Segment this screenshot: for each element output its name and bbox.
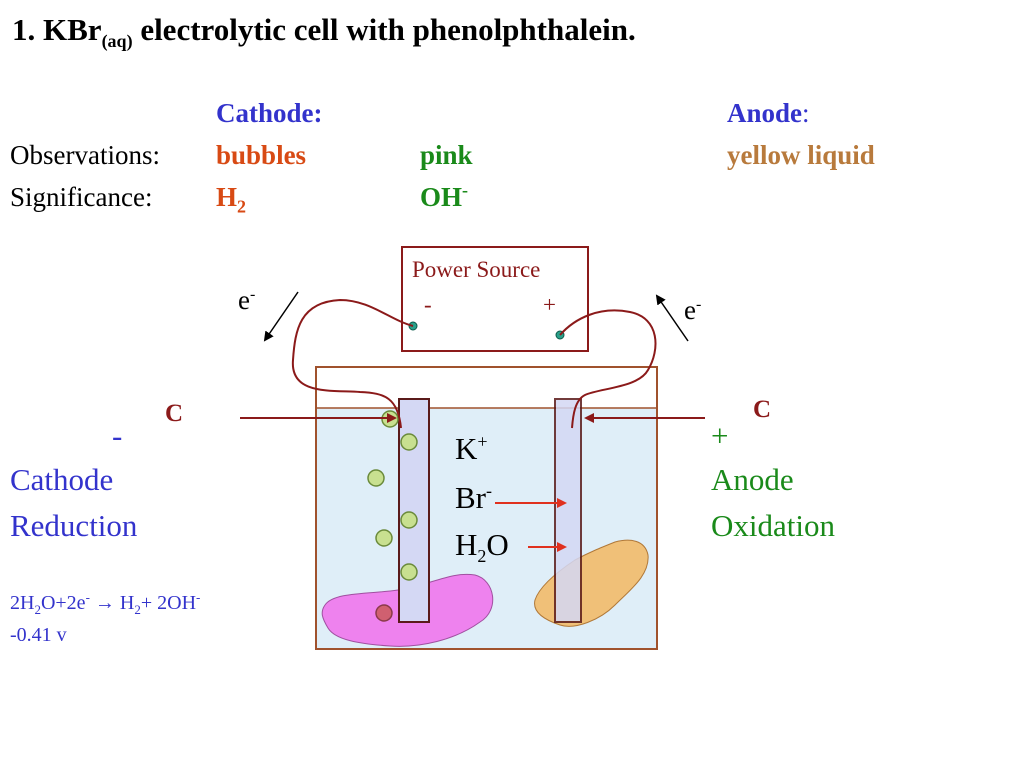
cathode-half-reaction: 2H2O+2e- → H2+ 2OH- bbox=[10, 589, 201, 617]
cathode-electrode bbox=[398, 398, 430, 623]
sig-h2-symbol: H bbox=[216, 182, 238, 212]
ion-potassium: K+ bbox=[455, 431, 488, 467]
eq-part-3: + 2OH bbox=[140, 592, 197, 614]
water-o-symbol: O bbox=[486, 527, 509, 562]
beaker bbox=[315, 366, 658, 650]
slide-title: 1. KBr(aq) electrolytic cell with phenol… bbox=[12, 12, 636, 52]
obs-pink: pink bbox=[420, 140, 473, 170]
sig-h2-subscript: 2 bbox=[237, 196, 247, 217]
ion-potassium-charge: + bbox=[477, 431, 488, 452]
obs-yellow-liquid: yellow liquid bbox=[727, 140, 875, 170]
anode-header-colon: : bbox=[802, 98, 810, 128]
hydrogen-bubble bbox=[400, 563, 418, 581]
cathode-name: Cathode bbox=[10, 462, 114, 497]
water-subscript: 2 bbox=[477, 546, 487, 567]
power-minus-sign: - bbox=[424, 292, 432, 317]
title-rest: electrolytic cell with phenolphthalein. bbox=[132, 12, 636, 47]
eq-sup-2: - bbox=[196, 589, 201, 605]
hydrogen-bubble bbox=[375, 604, 393, 622]
obs-bubbles: bubbles bbox=[216, 140, 307, 170]
eq-part-1: 2H bbox=[10, 592, 35, 614]
title-prefix: 1. KBr bbox=[12, 12, 102, 47]
anode-wire bbox=[559, 309, 657, 429]
cathode-sign: - bbox=[112, 418, 123, 453]
eq-arrow: → H bbox=[89, 592, 135, 614]
eq-sub-2: 2 bbox=[134, 602, 141, 617]
hydrogen-bubble bbox=[400, 433, 418, 451]
anode-name: Anode bbox=[711, 462, 794, 497]
ion-potassium-symbol: K bbox=[455, 431, 478, 466]
electron-label-left: e- bbox=[238, 285, 255, 316]
eq-sup-1: - bbox=[85, 589, 90, 605]
sig-h2: H2 bbox=[216, 182, 247, 217]
eq-sub-1: 2 bbox=[34, 602, 41, 617]
cathode-potential: -0.41 v bbox=[10, 624, 67, 646]
eq-part-2: O+2e bbox=[40, 592, 86, 614]
hydrogen-bubble bbox=[375, 529, 393, 547]
electron-left-symbol: e bbox=[238, 285, 250, 315]
anode-sign: + bbox=[711, 418, 729, 453]
ion-bromide-charge: - bbox=[486, 480, 492, 501]
power-source-label: Power Source bbox=[412, 257, 541, 282]
anode-header: Anode: bbox=[727, 98, 810, 129]
hydrogen-bubble bbox=[400, 511, 418, 529]
hydrogen-bubble bbox=[367, 469, 385, 487]
ion-bromide: Br- bbox=[455, 480, 492, 516]
significance-label: Significance: bbox=[10, 182, 153, 212]
water-h-symbol: H bbox=[455, 527, 478, 562]
electron-label-right: e- bbox=[684, 295, 701, 326]
sig-oh-symbol: OH bbox=[420, 182, 463, 212]
electron-right-charge: - bbox=[695, 296, 702, 313]
cathode-header: Cathode: bbox=[216, 98, 323, 128]
molecule-water: H2O bbox=[455, 527, 509, 567]
cathode-wire bbox=[291, 298, 414, 429]
sig-oh-charge: - bbox=[462, 180, 469, 200]
ion-bromide-symbol: Br bbox=[455, 480, 486, 515]
sig-oh: OH- bbox=[420, 180, 469, 213]
anode-header-text: Anode bbox=[727, 98, 803, 128]
power-plus-sign: + bbox=[543, 292, 556, 317]
anode-electrode-label: C bbox=[753, 396, 772, 423]
electron-flow-arrow-right bbox=[655, 294, 689, 342]
cathode-electrode-label: C bbox=[165, 400, 184, 427]
electron-left-charge: - bbox=[249, 286, 256, 303]
cathode-process: Reduction bbox=[10, 508, 138, 543]
anode-process: Oxidation bbox=[711, 508, 835, 543]
electron-right-symbol: e bbox=[684, 295, 696, 325]
electron-flow-arrow-left bbox=[263, 291, 299, 342]
observations-label: Observations: bbox=[10, 140, 160, 170]
anode-electrode bbox=[554, 398, 582, 623]
title-subscript: (aq) bbox=[101, 31, 133, 52]
